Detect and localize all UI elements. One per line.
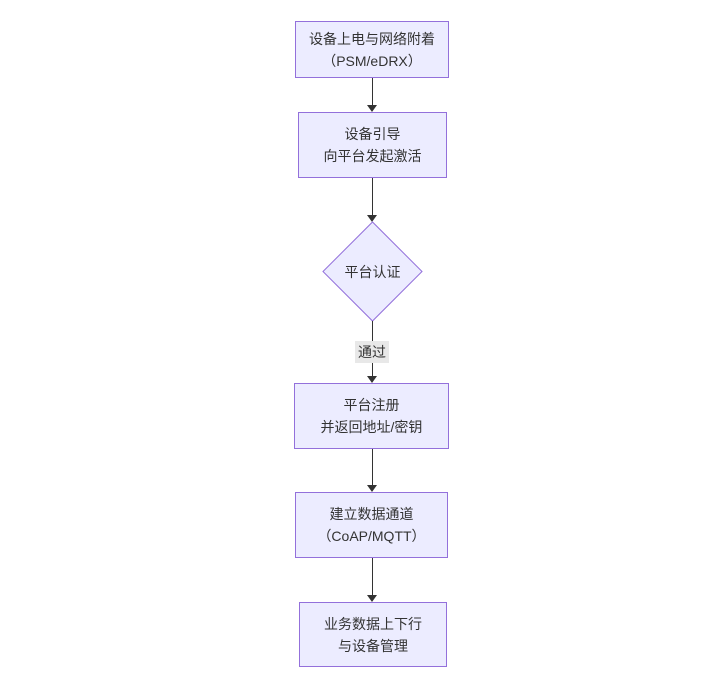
arrowhead-down-icon xyxy=(367,105,377,112)
edge-line xyxy=(372,558,373,597)
edge-line xyxy=(372,178,373,217)
edge-channel-to-business xyxy=(367,558,378,602)
node-data-channel: 建立数据通道 （CoAP/MQTT） xyxy=(295,492,448,558)
node-text-line: 业务数据上下行 xyxy=(324,615,422,632)
node-platform-register: 平台注册 并返回地址/密钥 xyxy=(294,383,449,449)
node-text-line: 设备上电与网络附着 xyxy=(309,30,435,47)
edge-power-to-bootstrap xyxy=(367,78,378,112)
node-text-line: 建立数据通道 xyxy=(329,506,414,522)
edge-bootstrap-to-auth xyxy=(367,178,378,222)
arrowhead-down-icon xyxy=(367,485,377,492)
node-business-data-management: 业务数据上下行 与设备管理 xyxy=(299,602,447,667)
edge-line xyxy=(372,78,373,107)
node-text-line: 与设备管理 xyxy=(338,637,408,654)
arrowhead-down-icon xyxy=(367,215,377,222)
node-text-line: 向平台发起激活 xyxy=(323,148,422,164)
edge-register-to-channel xyxy=(367,449,378,492)
decision-platform-auth: 平台认证 xyxy=(322,221,423,322)
edge-label-pass: 通过 xyxy=(355,341,389,363)
node-text-line: 设备引导 xyxy=(344,126,401,142)
node-bootstrap-activate: 设备引导 向平台发起激活 xyxy=(298,112,447,178)
node-text-line: 平台注册 xyxy=(343,397,400,413)
edge-line xyxy=(372,449,373,487)
node-text-line: 平台认证 xyxy=(344,263,401,280)
node-text-line: 并返回地址/密钥 xyxy=(320,419,423,435)
arrowhead-down-icon xyxy=(367,376,377,383)
node-text-line: （PSM/eDRX） xyxy=(322,52,422,69)
node-power-network-attach: 设备上电与网络附着 （PSM/eDRX） xyxy=(295,21,449,78)
node-text-line: （CoAP/MQTT） xyxy=(317,528,426,544)
arrowhead-down-icon xyxy=(367,595,377,602)
